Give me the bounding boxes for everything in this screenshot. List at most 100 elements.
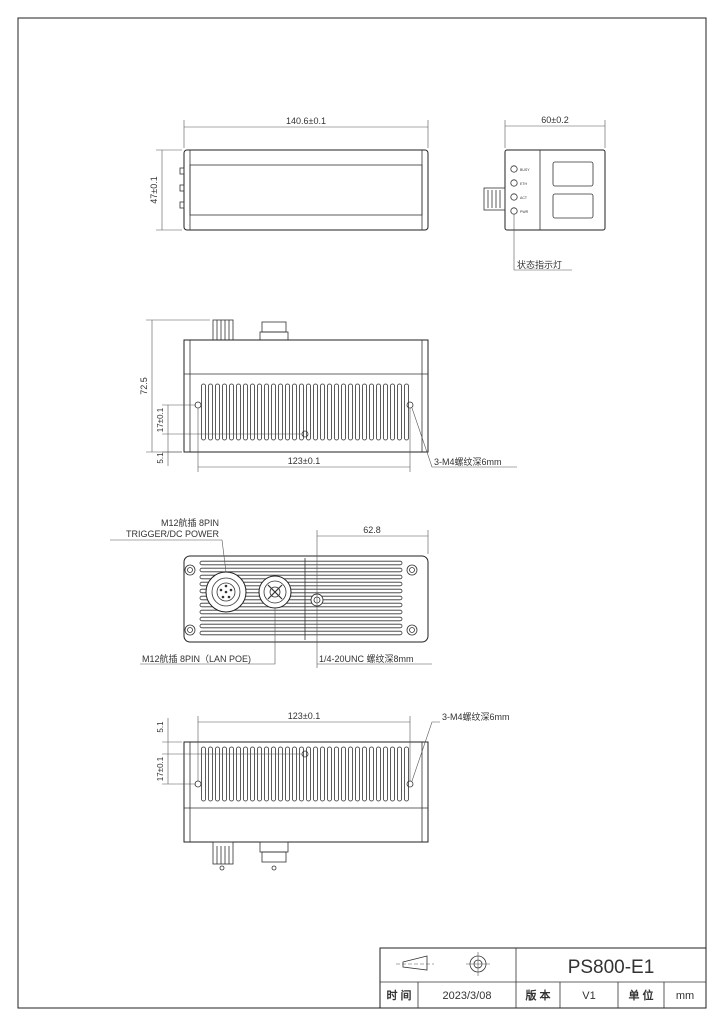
heatsink-fin xyxy=(199,630,403,636)
heatsink-slot xyxy=(229,383,234,441)
heatsink-slot xyxy=(404,383,409,441)
rear-fins xyxy=(201,746,409,802)
sheet-border xyxy=(17,17,707,1009)
heatsink-slot xyxy=(390,746,395,802)
heatsink-slot xyxy=(383,383,388,441)
heatsink-slot xyxy=(320,746,325,802)
side-width-dim: 60±0.2 xyxy=(541,115,568,125)
led-label-eth: ETH xyxy=(520,182,527,186)
connector2-label: M12航插 8PIN（LAN POE) xyxy=(142,653,251,664)
heatsink-slot xyxy=(257,383,262,441)
heatsink-slot xyxy=(341,383,346,441)
heatsink-slot xyxy=(250,383,255,441)
heatsink-slot xyxy=(236,383,241,441)
heatsink-slot xyxy=(355,383,360,441)
heatsink-slot xyxy=(404,746,409,802)
front-view: 72.5 17±0.1 5.1 123±0.1 3-M4螺纹深6mm xyxy=(139,319,517,472)
heatsink-slot xyxy=(243,746,248,802)
heatsink-slot xyxy=(215,383,220,441)
heatsink-slot xyxy=(285,383,290,441)
rear-hole-height-dim: 17±0.1 xyxy=(156,756,165,781)
heatsink-slot xyxy=(390,383,395,441)
led-busy xyxy=(510,165,518,173)
version-label: 版 本 xyxy=(525,988,550,1002)
heatsink-slot xyxy=(341,746,346,802)
heatsink-slot xyxy=(292,383,297,441)
heatsink-slot xyxy=(306,383,311,441)
front-offset-dim: 5.1 xyxy=(156,452,165,464)
top-view: 140.6±0.1 47±0.1 xyxy=(149,116,429,231)
heatsink-slot xyxy=(348,383,353,441)
led-label-pwr: PWR xyxy=(520,210,529,214)
heatsink-slot xyxy=(327,746,332,802)
heatsink-slot xyxy=(313,746,318,802)
heatsink-slot xyxy=(369,746,374,802)
heatsink-slot xyxy=(278,383,283,441)
connector1-label-line2: TRIGGER/DC POWER xyxy=(126,529,220,539)
heatsink-slot xyxy=(250,746,255,802)
top-width-dim: 140.6±0.1 xyxy=(286,116,326,126)
rear-view: 123±0.1 5.1 17±0.1 3-M4螺纹深6mm xyxy=(156,711,510,871)
heatsink-slot xyxy=(243,383,248,441)
bottom-offset-dim: 62.8 xyxy=(363,525,381,535)
heatsink-slot xyxy=(292,746,297,802)
heatsink-slot xyxy=(376,383,381,441)
heatsink-slot xyxy=(236,746,241,802)
front-fins xyxy=(201,383,409,441)
heatsink-slot xyxy=(278,746,283,802)
heatsink-slot xyxy=(271,746,276,802)
front-hole-height-dim: 17±0.1 xyxy=(156,407,165,432)
version-value: V1 xyxy=(582,990,595,1002)
front-height-dim: 72.5 xyxy=(139,377,149,395)
heatsink-slot xyxy=(208,746,213,802)
led-act xyxy=(510,193,518,201)
heatsink-slot xyxy=(383,746,388,802)
heatsink-slot xyxy=(208,383,213,441)
rear-offset-dim: 5.1 xyxy=(156,721,165,733)
heatsink-fin xyxy=(199,581,403,587)
heatsink-slot xyxy=(313,383,318,441)
heatsink-slot xyxy=(222,383,227,441)
heatsink-slot xyxy=(362,746,367,802)
heatsink-slot xyxy=(264,746,269,802)
date-value: 2023/3/08 xyxy=(443,990,492,1002)
heatsink-fin xyxy=(199,609,403,615)
led-eth xyxy=(510,179,518,187)
projection-symbol-icon xyxy=(396,952,490,976)
heatsink-slot xyxy=(327,383,332,441)
heatsink-slot xyxy=(306,746,311,802)
heatsink-fin xyxy=(199,602,403,608)
heatsink-slot xyxy=(257,746,262,802)
heatsink-fin xyxy=(199,595,403,601)
title-block: PS800-E1 时 间 2023/3/08 版 本 V1 单 位 mm xyxy=(379,947,707,1009)
led-label-busy: BUSY xyxy=(520,168,530,172)
heatsink-slot xyxy=(334,383,339,441)
connector1-label-line1: M12航插 8PIN xyxy=(161,517,219,528)
heatsink-slot xyxy=(299,383,304,441)
unit-value: mm xyxy=(676,990,694,1002)
heatsink-slot xyxy=(376,746,381,802)
heatsink-fin xyxy=(199,616,403,622)
bottom-fins xyxy=(199,558,403,640)
heatsink-fin xyxy=(199,588,403,594)
heatsink-slot xyxy=(299,746,304,802)
heatsink-slot xyxy=(369,383,374,441)
model-name: PS800-E1 xyxy=(568,957,655,978)
tripod-callout: 1/4-20UNC 螺纹深8mm xyxy=(319,653,414,664)
heatsink-slot xyxy=(222,746,227,802)
heatsink-slot xyxy=(355,746,360,802)
led-label-act: ACT xyxy=(520,196,528,200)
heatsink-slot xyxy=(201,746,206,802)
time-label: 时 间 xyxy=(386,988,411,1002)
heatsink-slot xyxy=(264,383,269,441)
heatsink-slot xyxy=(348,746,353,802)
rear-hole-span-dim: 123±0.1 xyxy=(288,711,320,721)
heatsink-slot xyxy=(334,746,339,802)
top-height-dim: 47±0.1 xyxy=(149,176,159,203)
heatsink-slot xyxy=(285,746,290,802)
led-callout: 状态指示灯 xyxy=(517,259,562,270)
rear-hole-callout: 3-M4螺纹深6mm xyxy=(442,711,510,722)
heatsink-fin xyxy=(199,567,403,573)
side-view: BUSY ETH ACT PWR 60±0.2 状态指示灯 xyxy=(483,115,606,271)
